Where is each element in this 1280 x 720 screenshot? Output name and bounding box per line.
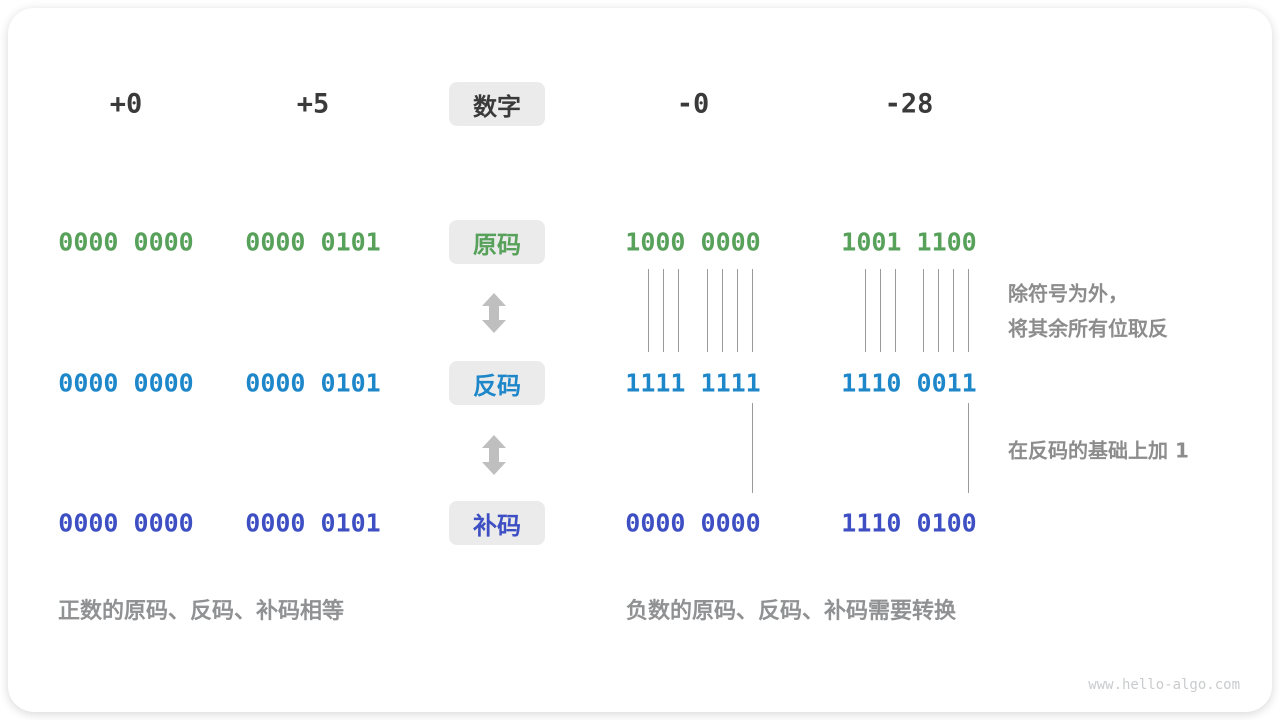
bit-connector-line xyxy=(678,269,679,352)
add-one-annotation: 在反码的基础上加 1 xyxy=(1008,438,1189,463)
positive-caption: 正数的原码、反码、补码相等 xyxy=(58,599,345,624)
bit-connector-line xyxy=(752,269,753,352)
binary-value: 0000 0000 xyxy=(625,508,761,538)
binary-value: 1000 0000 xyxy=(625,227,761,257)
bit-connector-line xyxy=(895,269,896,352)
twos-complement-tag: 补码 xyxy=(449,501,545,545)
binary-value: 1001 1100 xyxy=(841,227,977,257)
column-header-pos5: +5 xyxy=(296,88,330,120)
bit-connector-line xyxy=(663,269,664,352)
binary-value: 1111 1111 xyxy=(625,368,761,398)
column-header-neg0: -0 xyxy=(676,88,710,120)
bit-connector-line xyxy=(722,269,723,352)
up-down-arrow-icon xyxy=(482,435,506,475)
binary-value: 0000 0101 xyxy=(245,227,381,257)
invert-annotation-line1: 除符号为外， xyxy=(1008,281,1128,306)
bit-connector-line xyxy=(707,269,708,352)
bit-connector-line xyxy=(968,269,969,352)
binary-value: 1110 0100 xyxy=(841,508,977,538)
binary-value: 1110 0011 xyxy=(841,368,977,398)
bit-connector-line xyxy=(865,269,866,352)
column-header-neg28: -28 xyxy=(884,88,934,120)
column-header-pos0: +0 xyxy=(109,88,143,120)
binary-value: 0000 0101 xyxy=(245,368,381,398)
binary-value: 0000 0000 xyxy=(58,508,194,538)
bit-connector-line xyxy=(953,269,954,352)
negative-caption: 负数的原码、反码、补码需要转换 xyxy=(626,599,957,624)
bit-connector-line xyxy=(880,269,881,352)
up-down-arrow-icon xyxy=(482,293,506,333)
bit-connector-line xyxy=(968,403,969,493)
sign-magnitude-tag: 原码 xyxy=(449,220,545,264)
bit-connector-line xyxy=(938,269,939,352)
bit-connector-line xyxy=(648,269,649,352)
binary-value: 0000 0101 xyxy=(245,508,381,538)
watermark: www.hello-algo.com xyxy=(1088,677,1240,693)
bit-connector-line xyxy=(737,269,738,352)
number-tag: 数字 xyxy=(449,82,545,126)
diagram-card xyxy=(8,8,1272,712)
binary-value: 0000 0000 xyxy=(58,227,194,257)
binary-value: 0000 0000 xyxy=(58,368,194,398)
bit-connector-line xyxy=(752,403,753,493)
invert-annotation-line2: 将其余所有位取反 xyxy=(1008,316,1168,341)
ones-complement-tag: 反码 xyxy=(449,361,545,405)
bit-connector-line xyxy=(923,269,924,352)
